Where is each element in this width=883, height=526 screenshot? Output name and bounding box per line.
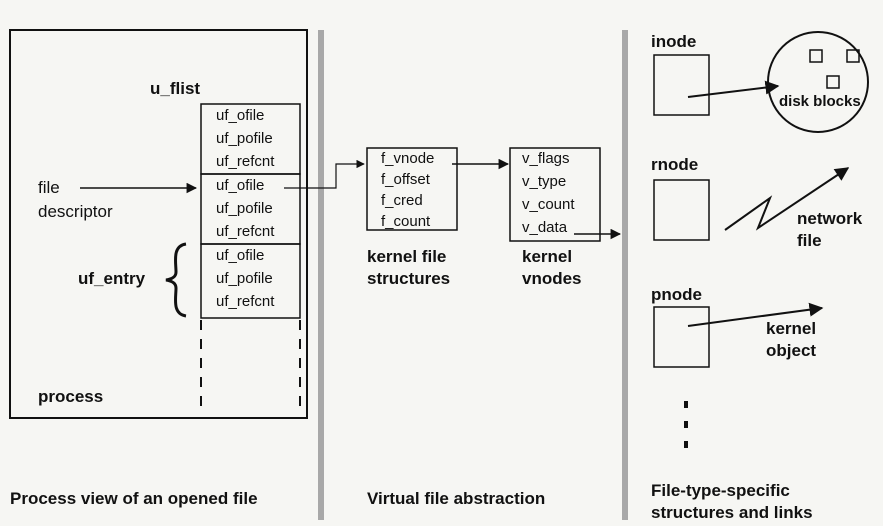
entry3-ofile: uf_ofile [216, 247, 264, 264]
entry2-pofile: uf_pofile [216, 200, 273, 217]
entry3-pofile: uf_pofile [216, 270, 273, 287]
uf-entry-label: uf_entry [78, 269, 146, 288]
v-data-field: v_data [522, 219, 568, 236]
inode-box [653, 54, 710, 116]
section-virtual-fs: Virtual file abstraction [367, 489, 545, 508]
process-label: process [38, 387, 103, 406]
vnode-box [509, 147, 601, 242]
section-process-view: Process view of an opened file [10, 489, 258, 508]
disk-block-3 [826, 75, 840, 89]
rnode-box [653, 179, 710, 241]
process-box [9, 29, 308, 419]
kernel-file-box [366, 147, 458, 231]
entry2-refcnt: uf_refcnt [216, 223, 275, 240]
kernel-file-label-2: structures [367, 269, 450, 288]
entry3-refcnt: uf_refcnt [216, 293, 275, 310]
f-offset-field: f_offset [381, 171, 431, 188]
file-descriptor-label-1: file [38, 178, 60, 197]
disk-blocks-label: disk blocks [779, 93, 861, 110]
ofile-to-file-connector [284, 159, 365, 189]
file-descriptor-label-2: descriptor [38, 202, 113, 221]
section-file-type-1: File-type-specific [651, 481, 790, 500]
continuation-dot-2 [684, 421, 688, 428]
f-cred-field: f_cred [381, 192, 423, 209]
kernel-object-label-2: object [766, 341, 816, 360]
kernel-object-label-1: kernel [766, 319, 816, 338]
section-file-type-2: structures and links [651, 503, 813, 522]
inode-to-disk-arrow [687, 80, 780, 98]
pnode-box [653, 306, 710, 368]
uf-entry-brace [165, 242, 187, 318]
network-label-2: file [797, 231, 822, 250]
entry1-ofile: uf_ofile [216, 107, 264, 124]
network-label-1: network [797, 209, 863, 228]
f-vnode-field: f_vnode [381, 150, 434, 167]
u-flist-entry-3 [200, 243, 301, 319]
entry1-refcnt: uf_refcnt [216, 153, 275, 170]
entry1-pofile: uf_pofile [216, 130, 273, 147]
kernel-file-label-1: kernel file [367, 247, 446, 266]
kernel-vnodes-label-1: kernel [522, 247, 572, 266]
inode-label: inode [651, 32, 696, 51]
v-type-field: v_type [522, 173, 566, 190]
network-zigzag-arrow [724, 167, 850, 231]
disk-circle [767, 31, 869, 133]
pnode-to-kernel-arrow [687, 302, 824, 327]
kernel-vnodes-label-2: vnodes [522, 269, 582, 288]
pnode-label: pnode [651, 285, 702, 304]
v-count-field: v_count [522, 196, 575, 213]
divider-left [318, 30, 324, 520]
continuation-dot-1 [684, 401, 688, 408]
continuation-dot-3 [684, 441, 688, 448]
disk-block-2 [846, 49, 860, 63]
divider-right [622, 30, 628, 520]
disk-block-1 [809, 49, 823, 63]
rnode-label: rnode [651, 155, 698, 174]
v-flags-field: v_flags [522, 150, 570, 167]
u-flist-label: u_flist [150, 79, 200, 98]
entry2-ofile: uf_ofile [216, 177, 264, 194]
f-count-field: f_count [381, 213, 431, 230]
